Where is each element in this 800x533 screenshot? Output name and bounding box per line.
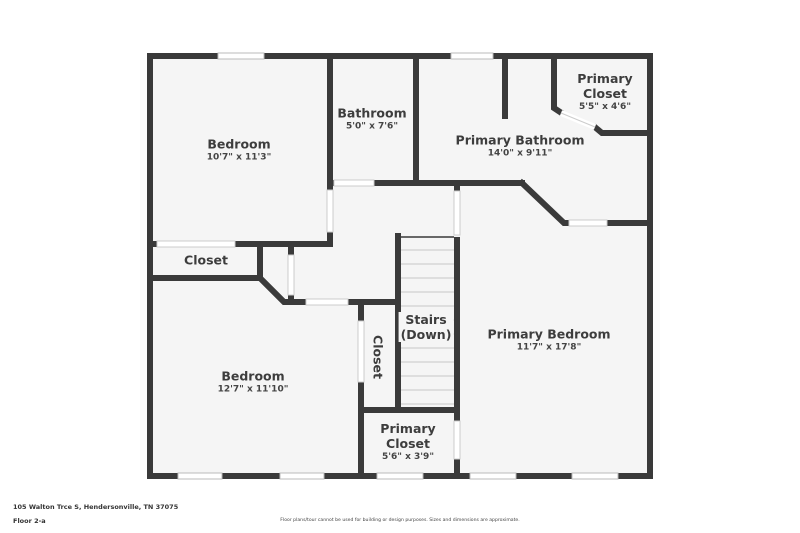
room-primary-closet-1: Primary Closet 5'5" x 4'6" bbox=[577, 71, 632, 113]
room-primary-closet-2: Primary Closet 5'6" x 3'9" bbox=[380, 421, 435, 463]
room-stairs: Stairs (Down) bbox=[398, 312, 454, 342]
room-dimensions: 10'7" x 11'3" bbox=[206, 152, 272, 163]
stairs-label-line1: Stairs bbox=[398, 312, 454, 327]
room-closet-1: Closet bbox=[184, 253, 228, 268]
disclaimer: Floor plans/tour cannot be used for buil… bbox=[280, 518, 520, 523]
room-dimensions: 14'0" x 9'11" bbox=[487, 148, 553, 159]
room-name: Bedroom bbox=[207, 136, 271, 152]
room-name: Closet bbox=[370, 335, 386, 379]
room-name-line2: Closet bbox=[386, 436, 430, 452]
stairs-label-line2: (Down) bbox=[398, 327, 454, 342]
room-bathroom: Bathroom 5'0" x 7'6" bbox=[337, 106, 406, 133]
room-dimensions: 12'7" x 11'10" bbox=[217, 384, 289, 395]
room-dimensions: 5'6" x 3'9" bbox=[381, 452, 435, 463]
room-name-line2: Closet bbox=[583, 86, 627, 102]
room-name-line1: Primary bbox=[577, 71, 633, 87]
property-address: 105 Walton Trce S, Hendersonville, TN 37… bbox=[13, 503, 179, 511]
room-dimensions: 11'7" x 17'8" bbox=[516, 342, 582, 353]
room-name: Primary Bathroom bbox=[455, 132, 585, 148]
room-bedroom-1: Bedroom 10'7" x 11'3" bbox=[207, 137, 272, 164]
room-dimensions: 5'5" x 4'6" bbox=[578, 102, 632, 113]
room-primary-bedroom: Primary Bedroom 11'7" x 17'8" bbox=[487, 327, 610, 354]
room-primary-bathroom: Primary Bathroom 14'0" x 9'11" bbox=[456, 133, 585, 160]
room-bedroom-2: Bedroom 12'7" x 11'10" bbox=[218, 369, 289, 396]
windows bbox=[177, 52, 619, 480]
room-name: Primary Bedroom bbox=[487, 326, 611, 342]
floor-label: Floor 2-a bbox=[13, 517, 46, 525]
room-name: Bedroom bbox=[221, 368, 285, 384]
room-dimensions: 5'0" x 7'6" bbox=[345, 121, 399, 132]
room-closet-2: Closet bbox=[371, 335, 386, 379]
room-name-line1: Primary bbox=[380, 421, 436, 437]
room-name: Bathroom bbox=[337, 105, 407, 121]
door-openings bbox=[156, 179, 608, 460]
walls bbox=[147, 53, 653, 479]
room-name: Closet bbox=[184, 252, 228, 268]
